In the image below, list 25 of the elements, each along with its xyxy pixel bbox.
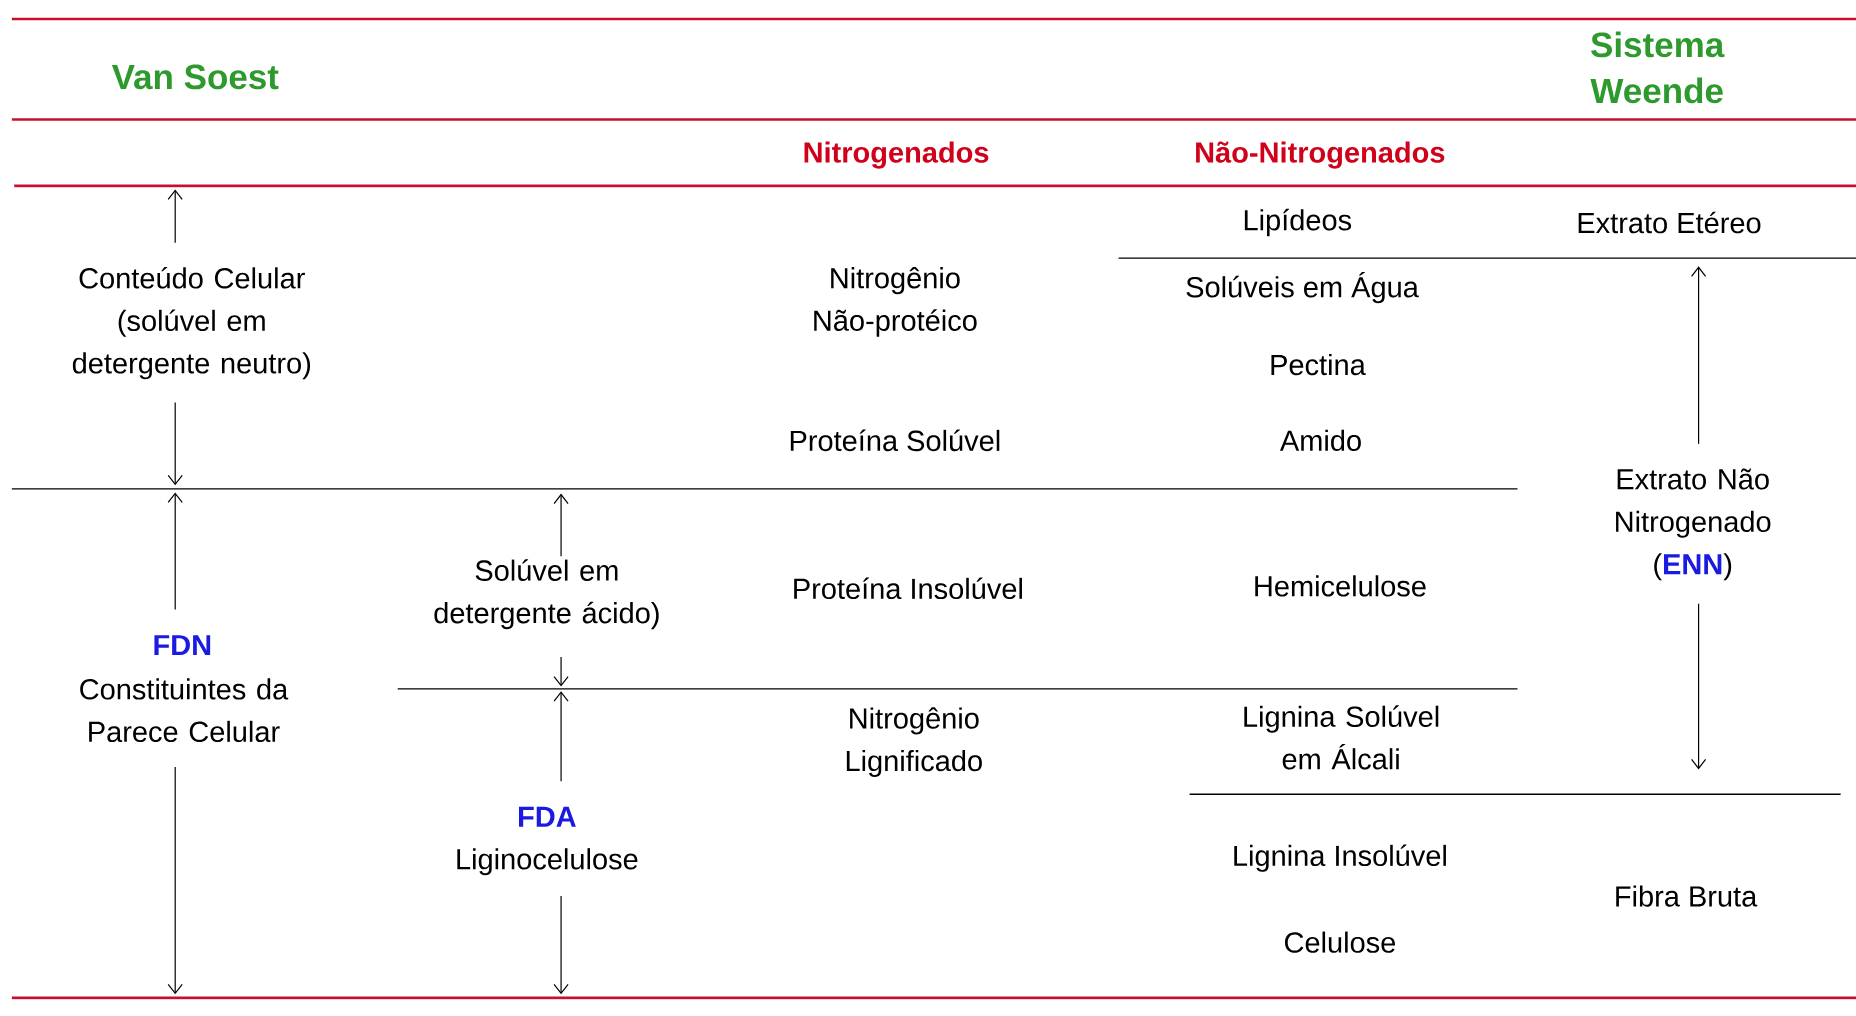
- row-label: Pectina: [1271, 354, 1366, 376]
- section-heading: Van Soest: [111, 64, 279, 90]
- column-heading: Nitrogenados: [804, 141, 989, 169]
- row-label: Nitrogênio Não-protéico: [814, 267, 977, 337]
- abbreviation-label: FDN: [154, 635, 211, 656]
- row-label: Lignina Insolúvel: [1234, 844, 1446, 873]
- section-heading: Sistema Weende: [1590, 31, 1725, 104]
- row-label: Extrato Não Nitrogenado (ENN): [1616, 468, 1771, 581]
- row-label: Hemicelulose: [1255, 575, 1426, 597]
- column-heading: Não-Nitrogenados: [1196, 141, 1445, 169]
- row-label: Fibra Bruta: [1616, 885, 1758, 907]
- abbreviation-label: FDA: [519, 806, 576, 827]
- row-label: Solúveis em Água: [1186, 272, 1419, 304]
- row-label: Celulose: [1285, 931, 1396, 954]
- row-label: Solúvel em detergente ácido): [434, 559, 659, 630]
- row-label: Constituintes da Parece Celular: [80, 678, 289, 743]
- row-label: Amido: [1279, 429, 1361, 452]
- row-label: Conteúdo Celular (solúvel em detergente neutro): [72, 267, 311, 380]
- row-label: Liginocelulose: [457, 848, 638, 876]
- row-label: Proteína Solúvel: [790, 429, 1000, 452]
- row-label: Extrato Etéreo: [1578, 211, 1761, 234]
- row-label: Lignina Solúvel em Álcali: [1244, 705, 1439, 770]
- row-label: Lipídeos: [1244, 209, 1352, 237]
- row-label: Proteína Insolúvel: [794, 577, 1022, 600]
- row-label: Nitrogênio Lignificado: [846, 707, 982, 778]
